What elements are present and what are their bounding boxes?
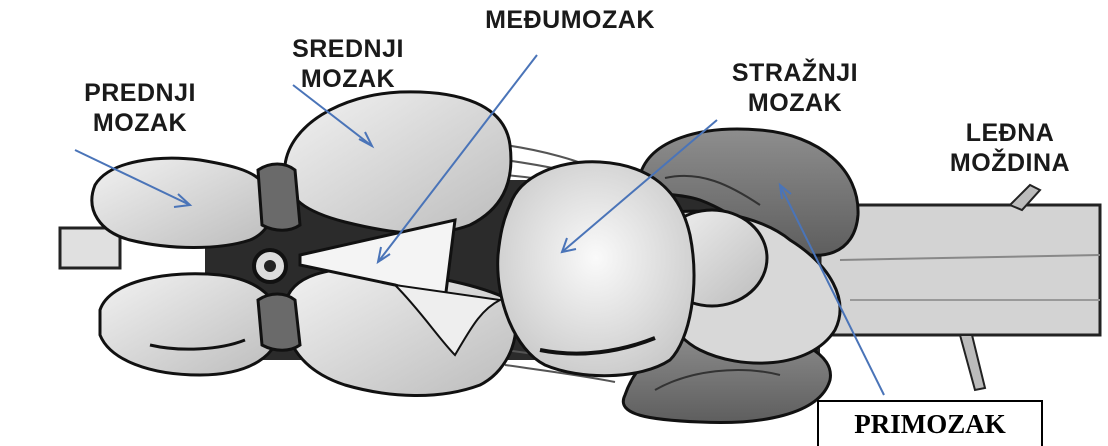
label-prednji-mozak: PREDNJI MOZAK [60, 78, 220, 138]
label-srednji-mozak: SREDNJI MOZAK [278, 34, 418, 94]
cerebrum-center [498, 162, 694, 376]
label-ledna-mozdina: LEĐNA MOŽDINA [935, 118, 1085, 178]
label-primozak: PRIMOZAK [817, 400, 1043, 446]
label-medumozak: MEĐUMOZAK [465, 5, 675, 35]
label-strazni-mozak: STRAŽNJI MOZAK [720, 58, 870, 118]
